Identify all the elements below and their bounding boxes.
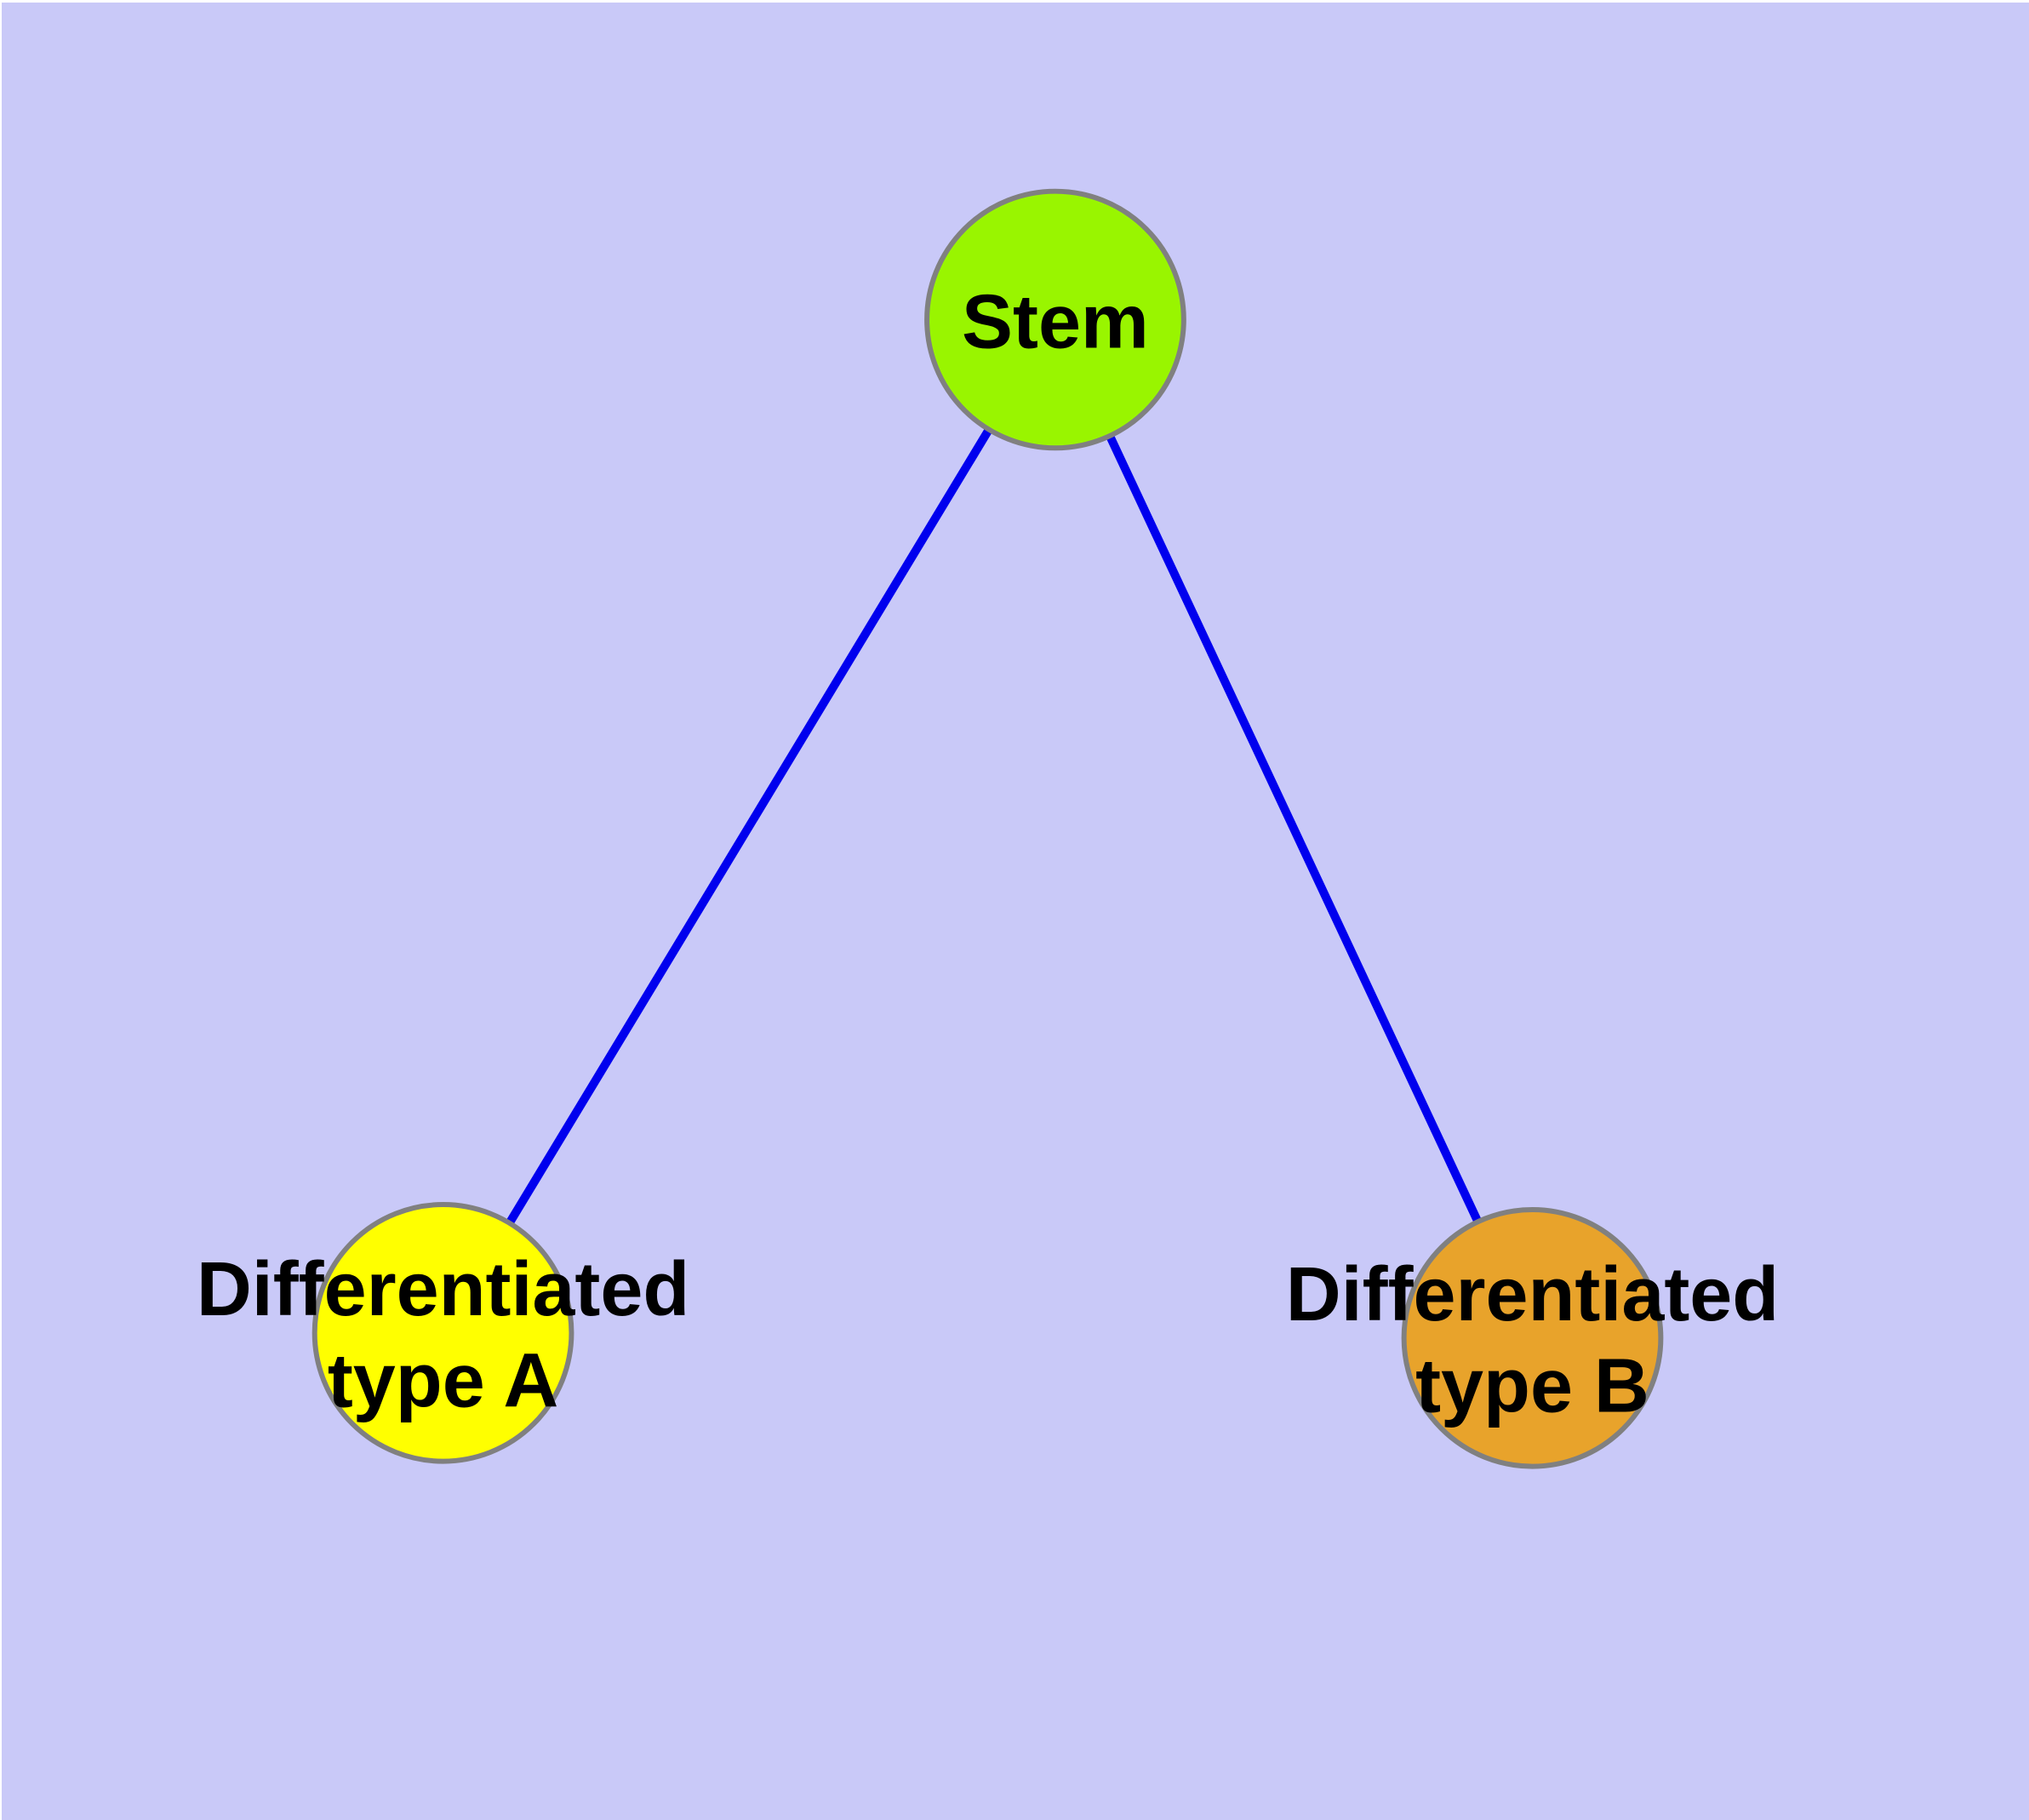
node-stem: Stem	[924, 188, 1186, 451]
edge-stem-to-differentiated-type-a	[439, 317, 1060, 1336]
node-circle-differentiated-type-a	[311, 1202, 574, 1464]
node-label-stem: Stem	[962, 279, 1149, 364]
node-label-line: type B	[1415, 1344, 1649, 1429]
node-label-line: Differentiated	[197, 1247, 689, 1332]
edge-stem-to-differentiated-type-b	[1051, 318, 1537, 1340]
node-label-line: type A	[328, 1339, 558, 1424]
node-circle-differentiated-type-b	[1401, 1207, 1664, 1469]
node-label-line: Stem	[962, 279, 1149, 364]
node-circle-stem	[924, 188, 1186, 451]
node-label-line: Differentiated	[1286, 1252, 1779, 1337]
